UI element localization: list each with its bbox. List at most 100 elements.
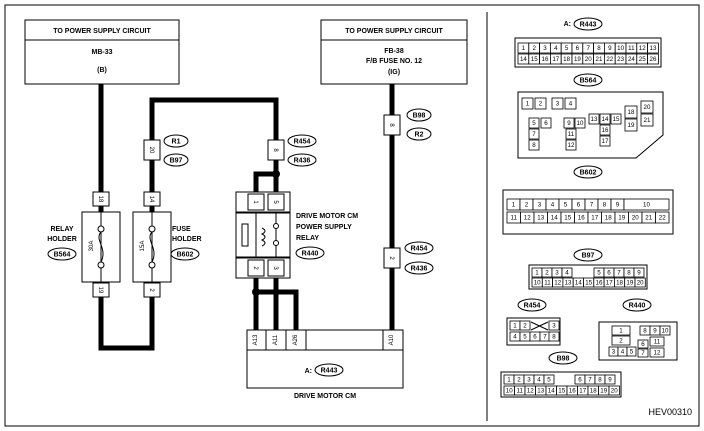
r440-pin-7: 7 (641, 350, 645, 357)
view-b564-name: B564 (580, 78, 597, 85)
relay-holder-pin-top: 18 (97, 196, 103, 203)
r454-pin-2-cell (519, 320, 531, 331)
view-r454-name: R454 (524, 303, 541, 310)
b97-pin-4-cell (561, 267, 573, 278)
r454-top-label-a: R454 (294, 139, 311, 146)
r454-pin-4: 4 (513, 334, 517, 341)
b602-pin-10: 10 (643, 202, 650, 209)
r443-pin-3: 3 (543, 45, 547, 52)
r440-pin-1: 1 (619, 328, 623, 335)
b564-pin-3-cell (551, 97, 564, 110)
relay-pin-1: 1 (252, 200, 258, 204)
b97-pin-9: 9 (637, 270, 641, 277)
view-r440-name: R440 (629, 303, 646, 310)
fuse-holder-connector: B602 (177, 252, 194, 259)
b564-pin-19: 19 (628, 122, 635, 129)
r443-pin-21: 21 (596, 56, 603, 63)
r1-pin: 20 (148, 147, 154, 154)
b564-pin-2-cell (534, 97, 547, 110)
b98-pin-9: 9 (608, 377, 612, 384)
r440-pin-9: 9 (653, 328, 657, 335)
relay-holder-connector: B564 (54, 252, 71, 259)
relay-pin-3: 3 (272, 266, 278, 270)
fuse-holder-label-1: FUSE (172, 226, 191, 233)
supply-box-right: TO POWER SUPPLY CIRCUIT FB-38 F/B FUSE N… (320, 19, 468, 85)
inline-connector-r454-bottom: 2 R454 R436 (383, 241, 434, 275)
r443-pin-9: 9 (608, 45, 612, 52)
b602-pin-7: 7 (590, 202, 594, 209)
r440-pin-3: 3 (612, 349, 616, 356)
b602-pin-2: 2 (525, 202, 529, 209)
b564-pin-10-cell (574, 117, 586, 129)
r443-pin-10: 10 (617, 45, 624, 52)
r454-top-pin: 8 (272, 148, 278, 152)
b97-pin-8: 8 (627, 270, 631, 277)
b602-pin-9: 9 (616, 202, 620, 209)
b602-pin-22: 22 (659, 215, 666, 222)
view-r443-body (514, 37, 662, 68)
relay-holder-rating: 30A (89, 241, 95, 252)
b97-pin-7: 7 (617, 270, 621, 277)
b98-pin-6: 6 (578, 377, 582, 384)
b564-pin-20-cell (640, 100, 654, 114)
b97-pin-10: 10 (534, 280, 541, 287)
b564-pin-14-cell (599, 113, 611, 125)
r440-pin-6-cell (637, 339, 649, 349)
b602-pin-13: 13 (537, 215, 544, 222)
b97-pin-14: 14 (575, 280, 582, 287)
r440-pin-2: 2 (619, 338, 623, 345)
b98-pin-17: 17 (579, 388, 586, 395)
b98-pin-13: 13 (537, 388, 544, 395)
b564-pin-15: 15 (613, 116, 620, 123)
r440-pin-1-cell (611, 325, 631, 336)
r443-pin-7: 7 (586, 45, 590, 52)
fuse-holder-pin-bottom: 2 (148, 288, 154, 292)
b97-pin-18: 18 (616, 280, 623, 287)
r440-pin-2-cell (611, 335, 631, 346)
b564-pin-7-cell (528, 128, 540, 140)
supply-right-title: TO POWER SUPPLY CIRCUIT (345, 28, 443, 35)
r454-top-label-b: R436 (294, 158, 311, 165)
b602-pin-19: 19 (618, 215, 625, 222)
r443-pin-19: 19 (574, 56, 581, 63)
outer-frame (4, 4, 700, 427)
b98-pin-14: 14 (548, 388, 555, 395)
b97-pin-4: 4 (565, 270, 569, 277)
r440-pin-8: 8 (643, 328, 647, 335)
inline-connector-r1-b97: 20 R1 B97 (143, 134, 189, 167)
b97-pin-9-cell (633, 267, 645, 278)
view-b564-body (517, 91, 664, 159)
b564-pin-21: 21 (644, 117, 651, 124)
b602-pin-18: 18 (605, 215, 612, 222)
b602-pin-16: 16 (578, 215, 585, 222)
b97-pin-17: 17 (606, 280, 613, 287)
b564-pin-13: 13 (591, 116, 598, 123)
r443-pin-14: 14 (520, 56, 527, 63)
cm-pin-a10: A10 (389, 334, 395, 345)
b98-pin-18: 18 (590, 388, 597, 395)
relay-pin-5: 5 (272, 200, 278, 204)
view-r440-body (598, 321, 678, 361)
power-supply-relay: 1 5 2 3 DRIVE MOTOR CM POWER SUPPLY RELA… (235, 191, 358, 279)
r443-pin-20: 20 (585, 56, 592, 63)
cm-conn-prefix: A: (305, 368, 312, 375)
b564-pin-11-cell (565, 128, 577, 140)
b564-pin-2: 2 (539, 101, 543, 108)
supply-left-line2: (B) (97, 67, 107, 74)
r443-pin-11: 11 (628, 45, 635, 52)
r440-pin-5: 5 (630, 349, 634, 356)
r443-pin-24: 24 (628, 56, 635, 63)
view-b97-body (528, 264, 648, 290)
drive-motor-cm: A13 A11 A26 A10 A: R443 DRIVE MOTOR CM (246, 329, 404, 400)
b98-pin-5-cell (543, 374, 555, 385)
fuse-holder-label-2: HOLDER (172, 236, 202, 243)
r443-pin-2: 2 (532, 45, 536, 52)
b97-pin-5: 5 (597, 270, 601, 277)
b98-pin-2: 2 (517, 377, 521, 384)
view-b602-name: B602 (580, 170, 597, 177)
b602-pin-14: 14 (551, 215, 558, 222)
